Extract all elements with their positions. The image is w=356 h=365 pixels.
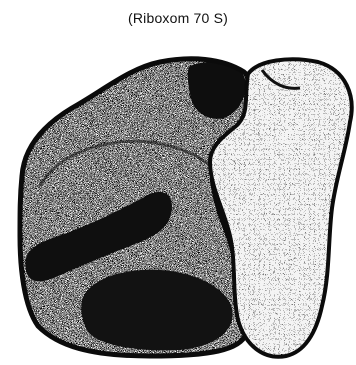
ribosome-70s-illustration (0, 0, 356, 365)
